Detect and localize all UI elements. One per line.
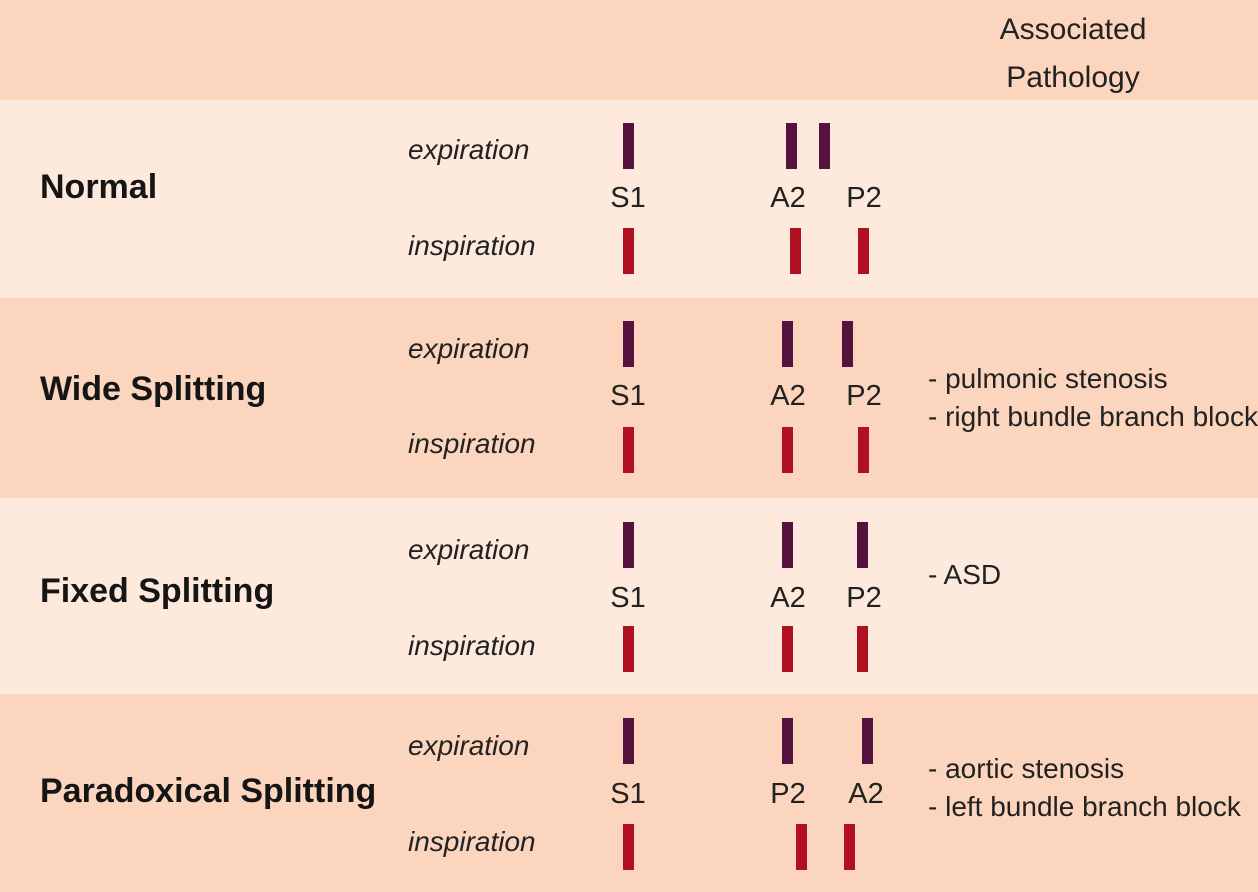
a2-expiration-bar	[782, 321, 793, 367]
pathology-item: - ASD	[928, 559, 1002, 590]
row-wide-splitting: Wide Splitting expiration inspiration S1…	[0, 298, 1258, 498]
inspiration-label: inspiration	[408, 826, 536, 857]
sound-label-1: S1	[610, 778, 646, 810]
s1-expiration-bar	[623, 522, 634, 568]
p2-expiration-bar	[782, 718, 793, 764]
row-title: Wide Splitting	[40, 370, 267, 408]
inspiration-label: inspiration	[408, 428, 536, 459]
a2-expiration-bar	[782, 522, 793, 568]
associated-pathology: - pulmonic stenosis - right bundle branc…	[928, 360, 1258, 436]
sound-label-3: A2	[848, 778, 884, 810]
inspiration-label: inspiration	[408, 230, 536, 261]
sound-label-2: P2	[770, 778, 806, 810]
s1-expiration-bar	[623, 321, 634, 367]
table-header: Associated Pathology	[0, 0, 1258, 100]
s1-inspiration-bar	[623, 427, 634, 473]
a2-expiration-bar	[786, 123, 797, 169]
a2-inspiration-bar	[844, 824, 855, 870]
associated-pathology: - ASD	[928, 556, 1001, 594]
p2-inspiration-bar	[857, 626, 868, 672]
sound-label-2: A2	[770, 182, 806, 214]
inspiration-label: inspiration	[408, 630, 536, 661]
s1-inspiration-bar	[623, 824, 634, 870]
p2-inspiration-bar	[858, 427, 869, 473]
pathology-item: - left bundle branch block	[928, 791, 1241, 822]
a2-inspiration-bar	[782, 427, 793, 473]
expiration-label: expiration	[408, 534, 530, 565]
pathology-item: - aortic stenosis	[928, 753, 1125, 784]
row-fixed-splitting: Fixed Splitting expiration inspiration S…	[0, 498, 1258, 694]
s1-expiration-bar	[623, 718, 634, 764]
s1-expiration-bar	[623, 123, 634, 169]
p2-expiration-bar	[819, 123, 830, 169]
sound-label-3: P2	[846, 182, 882, 214]
a2-inspiration-bar	[782, 626, 793, 672]
expiration-label: expiration	[408, 730, 530, 761]
sound-label-3: P2	[846, 380, 882, 412]
sound-label-1: S1	[610, 380, 646, 412]
sound-label-2: A2	[770, 380, 806, 412]
expiration-label: expiration	[408, 134, 530, 165]
associated-pathology-heading: Associated Pathology	[968, 6, 1178, 102]
sound-label-2: A2	[770, 582, 806, 614]
sound-label-1: S1	[610, 182, 646, 214]
p2-inspiration-bar	[858, 228, 869, 274]
row-title: Normal	[40, 168, 158, 206]
associated-pathology: - aortic stenosis - left bundle branch b…	[928, 750, 1241, 826]
heading-line-1: Associated	[999, 13, 1147, 46]
s1-inspiration-bar	[623, 626, 634, 672]
a2-expiration-bar	[862, 718, 873, 764]
p2-expiration-bar	[842, 321, 853, 367]
row-paradoxical-splitting: Paradoxical Splitting expiration inspira…	[0, 694, 1258, 892]
sound-label-3: P2	[846, 582, 882, 614]
p2-inspiration-bar	[796, 824, 807, 870]
row-normal: Normal expiration inspiration S1 A2 P2	[0, 100, 1258, 298]
pathology-item: - pulmonic stenosis	[928, 363, 1168, 394]
sound-label-1: S1	[610, 582, 646, 614]
a2-inspiration-bar	[790, 228, 801, 274]
row-title: Paradoxical Splitting	[40, 772, 377, 810]
heading-line-2: Pathology	[1006, 61, 1140, 94]
s1-inspiration-bar	[623, 228, 634, 274]
pathology-item: - right bundle branch block	[928, 401, 1258, 432]
p2-expiration-bar	[857, 522, 868, 568]
expiration-label: expiration	[408, 333, 530, 364]
row-title: Fixed Splitting	[40, 572, 275, 610]
